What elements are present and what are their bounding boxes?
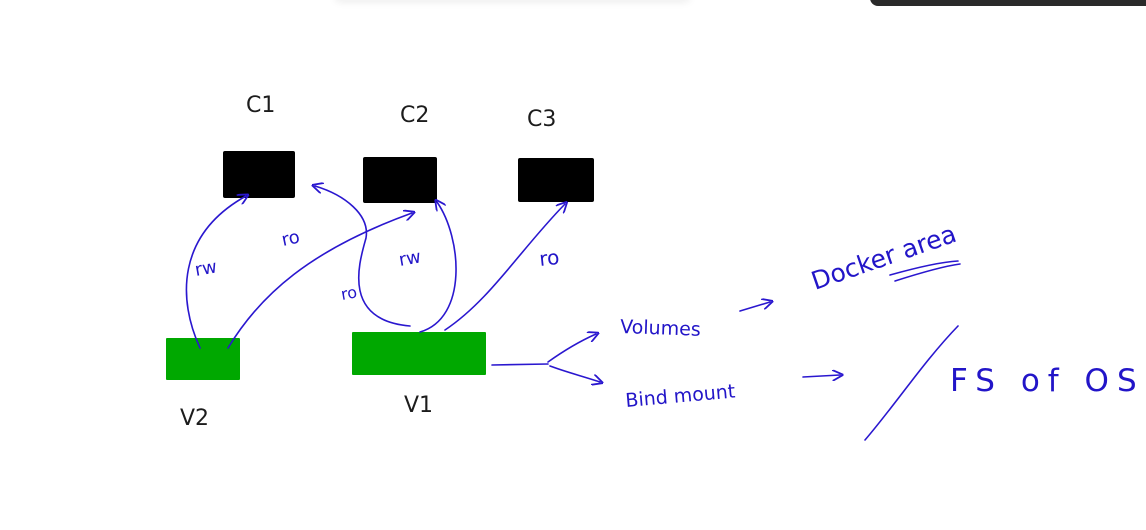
fork-arrow-down-stroke (549, 365, 600, 382)
container-c1-box (223, 151, 295, 198)
top-right-toolbar (870, 0, 1146, 6)
edge-v1-c2-stroke (419, 202, 457, 333)
edge-v1-c3-label: ro (538, 245, 560, 271)
docker-area-note: Docker area (808, 219, 960, 296)
bind-mount-note: Bind mount (625, 380, 737, 412)
edge-v1-c1-stroke (315, 186, 411, 327)
volume-v2-box (166, 338, 240, 380)
volume-v1-box (352, 332, 486, 375)
edge-v1-c3-stroke (444, 204, 565, 331)
docker-area-underline-2-stroke (894, 263, 961, 282)
volume-v1-label: V1 (404, 393, 433, 418)
edge-v1-c2-label: rw (397, 246, 422, 271)
volumes-note: Volumes (620, 316, 701, 341)
fork-arrow-up-stroke (547, 334, 596, 363)
bind-mount-arrow-stroke (802, 375, 840, 377)
edge-v1-c1-label: ro (339, 282, 358, 303)
volumes-arrow-stroke (739, 302, 770, 312)
edge-v2-c2-stroke (227, 213, 412, 349)
container-c1-label: C1 (246, 93, 275, 118)
fork-line-stroke (491, 363, 549, 366)
container-c3-label: C3 (527, 107, 556, 132)
edge-v2-c1-stroke (185, 196, 246, 349)
docker-area-underline-stroke (889, 260, 959, 276)
divider-slash-stroke (864, 325, 959, 441)
volume-v2-label: V2 (180, 406, 209, 431)
container-c3-box (518, 158, 594, 202)
container-c2-label: C2 (400, 103, 429, 128)
container-c2-box (363, 157, 437, 203)
edge-v2-c2-label: ro (280, 227, 302, 251)
fs-of-os-note: FS of OS (950, 363, 1145, 399)
edge-v2-c1-label: rw (193, 256, 218, 281)
